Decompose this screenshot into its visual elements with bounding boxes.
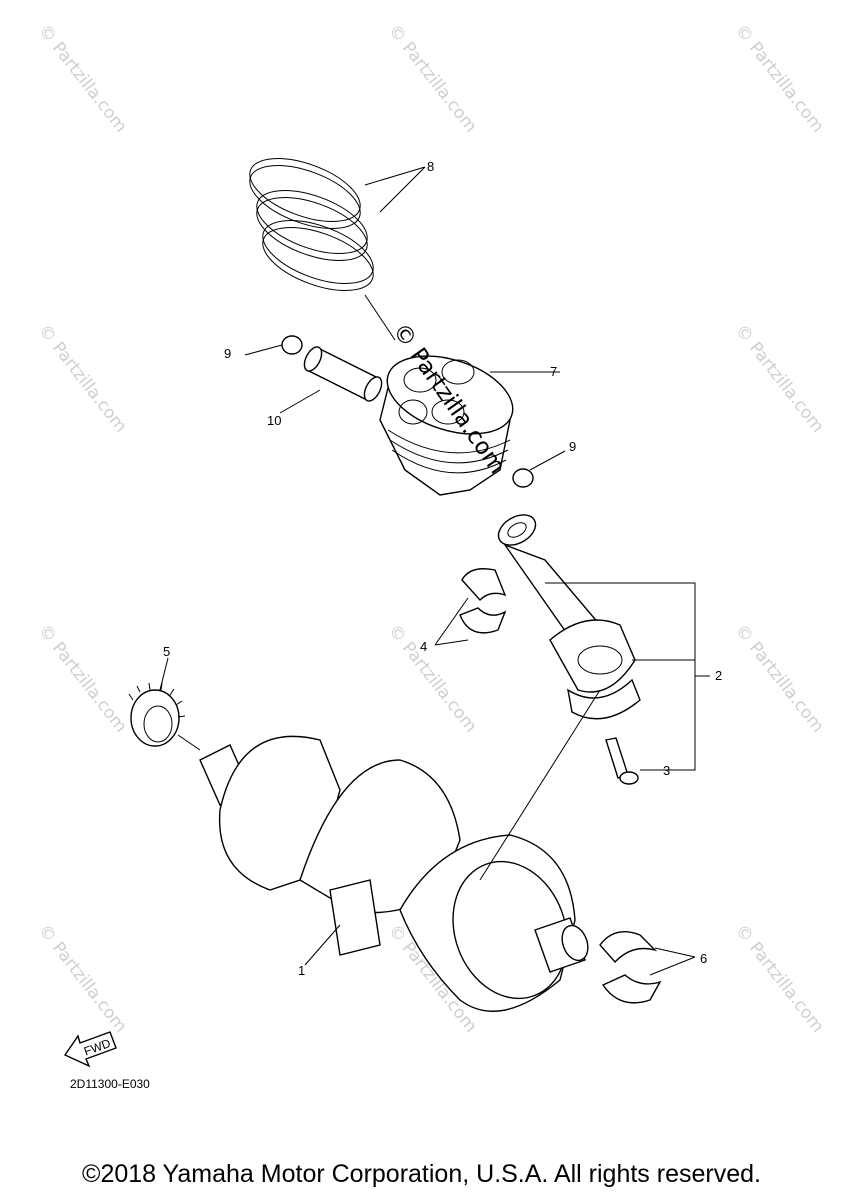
crankshaft-bearing xyxy=(599,931,662,1004)
callout-9-left: 9 xyxy=(224,346,231,361)
callout-9-right: 9 xyxy=(569,439,576,454)
drive-gear xyxy=(128,682,186,747)
callouts: 8 9 7 10 9 4 5 2 3 6 1 xyxy=(163,159,722,978)
piston-rings xyxy=(249,158,374,291)
crankshaft xyxy=(199,735,589,1012)
watermark: © Partzilla.com xyxy=(731,321,828,437)
watermark: © Partzilla.com xyxy=(34,21,131,137)
fwd-arrow-icon: FWD xyxy=(63,1031,117,1068)
callout-7: 7 xyxy=(550,364,557,379)
callout-3: 3 xyxy=(663,763,670,778)
rod-bearing xyxy=(459,568,507,634)
piston-pin xyxy=(303,346,383,402)
callout-4: 4 xyxy=(420,639,427,654)
callout-6: 6 xyxy=(700,951,707,966)
watermark: © Partzilla.com xyxy=(384,621,481,737)
watermark: © Partzilla.com xyxy=(34,921,131,1037)
copyright-notice: ©2018 Yamaha Motor Corporation, U.S.A. A… xyxy=(82,1160,761,1188)
watermark: © Partzilla.com xyxy=(34,321,131,437)
watermark: © Partzilla.com xyxy=(384,21,481,137)
watermark: © Partzilla.com xyxy=(731,21,828,137)
callout-2: 2 xyxy=(715,668,722,683)
piston-pin-clip xyxy=(281,335,303,355)
piston-pin-clip xyxy=(512,468,534,488)
connecting-rod xyxy=(497,514,641,720)
callout-1: 1 xyxy=(298,963,305,978)
leader-lines xyxy=(159,166,710,976)
crankshaft-piston-diagram: © Partzilla.com © Partzilla.com © Partzi… xyxy=(34,21,828,1091)
watermark: © Partzilla.com xyxy=(731,621,828,737)
watermark: © Partzilla.com xyxy=(34,621,131,737)
callout-10: 10 xyxy=(267,413,281,428)
callout-5: 5 xyxy=(163,644,170,659)
watermark: © Partzilla.com xyxy=(731,921,828,1037)
callout-8: 8 xyxy=(427,159,434,174)
connecting-rod-bolt xyxy=(605,737,639,785)
diagram-code: 2D11300-E030 xyxy=(70,1077,150,1091)
piston xyxy=(379,355,514,496)
